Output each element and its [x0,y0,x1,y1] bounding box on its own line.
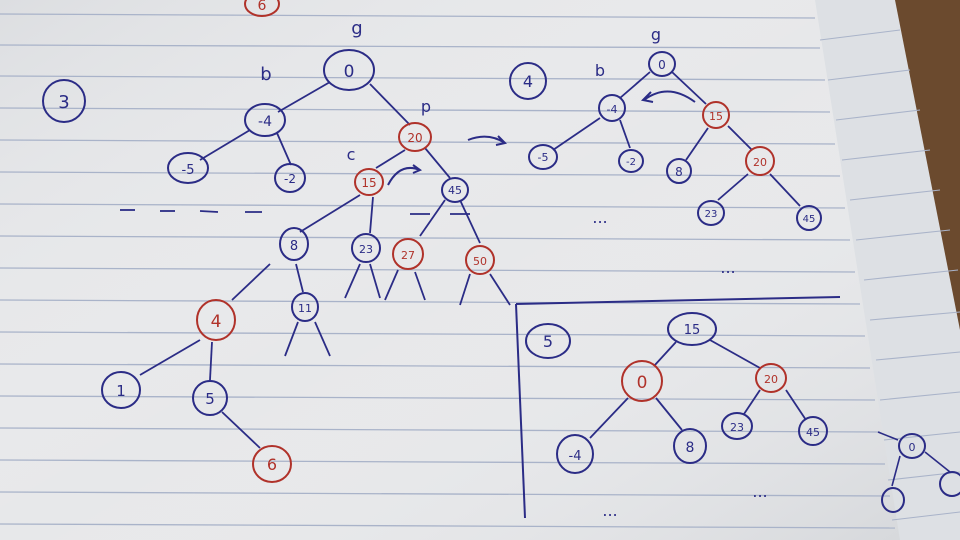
tree1-mark-g: g [351,18,362,39]
back-page-tree-node: 0 [898,433,926,459]
svg-text:-4: -4 [258,114,272,130]
tree3-node-23: 23 [721,412,753,440]
back-page-tree-node-left [881,487,905,513]
svg-text:15: 15 [709,110,723,123]
tree2-mark-b: b [595,61,605,80]
tree3-node-0: 0 [621,360,663,402]
tree1-edges [139,81,511,449]
tree1-node-minus4: -4 [244,103,286,137]
svg-text:45: 45 [803,214,816,225]
tree1-node-27: 27 [392,238,424,270]
svg-text:15: 15 [684,323,701,338]
tree2-node-8: 8 [666,158,692,184]
ruled-lines [0,13,896,529]
svg-text:45: 45 [806,426,820,439]
tree1-node-20: 20 [398,122,432,152]
ellipsis-3: ... [602,501,617,520]
tree1-node-11: 11 [291,292,319,322]
tree2-node-root: 0 [648,51,676,77]
svg-text:8: 8 [675,165,683,179]
svg-text:8: 8 [686,440,695,456]
back-page-tree-node-right [939,471,960,497]
back-page-tree-edges [877,431,951,487]
ellipsis-4: ... [752,482,767,501]
step-4-label: 4 [523,72,533,91]
svg-text:-2: -2 [284,172,296,186]
svg-text:20: 20 [407,131,422,145]
step-5-label: 5 [543,332,553,351]
tree3-edges [589,339,807,439]
svg-text:0: 0 [637,373,648,393]
tree2-edges [552,71,801,207]
tree1-mark-p: p [421,97,431,116]
svg-text:20: 20 [753,156,767,169]
svg-text:0: 0 [344,62,355,82]
step-3-marker: 3 [42,79,86,123]
tree1-node-4: 4 [196,299,236,341]
transition-arrow-icon [467,135,507,146]
svg-text:-4: -4 [569,449,582,464]
ellipsis-2: ... [720,258,735,277]
svg-text:6: 6 [267,455,277,474]
tree2-node-23: 23 [697,200,725,226]
svg-text:45: 45 [448,184,462,197]
tree1-top-node: 6 [244,0,280,17]
tree2-node-minus4: -4 [598,94,626,122]
svg-text:-4: -4 [607,103,618,116]
tree1-node-5: 5 [192,380,228,416]
step-5-frame [515,296,841,519]
tree2-node-minus2: -2 [618,149,644,173]
svg-text:4: 4 [211,312,222,332]
svg-text:8: 8 [290,239,298,254]
tree1-node-6: 6 [252,445,292,483]
svg-text:11: 11 [298,302,312,315]
svg-text:20: 20 [764,373,778,386]
tree2-node-minus5: -5 [528,144,558,170]
tree1-node-minus5: -5 [167,152,209,184]
tree3-node-8: 8 [673,428,707,464]
tree1-mark-b: b [260,64,271,85]
tree2-mark-g: g [651,25,661,44]
svg-text:1: 1 [116,382,126,400]
tree1-node-50: 50 [465,245,495,275]
tree1-node-15: 15 [354,168,384,196]
tree1-node-8: 8 [279,227,309,261]
svg-text:0: 0 [909,441,916,454]
svg-text:50: 50 [473,255,487,268]
tree2-node-15: 15 [702,101,730,129]
svg-text:5: 5 [205,390,215,408]
tree1-node-45: 45 [441,177,469,203]
svg-text:-2: -2 [626,157,636,168]
svg-text:15: 15 [361,176,376,190]
tree3-node-45: 45 [798,416,828,446]
svg-text:-5: -5 [538,151,549,164]
dashed-separator [120,209,470,215]
tree1-node-1: 1 [101,371,141,409]
tree3-node-root: 15 [667,312,717,346]
tree3-node-minus4: -4 [556,434,594,474]
svg-text:23: 23 [705,209,718,220]
svg-text:-5: -5 [182,163,195,178]
svg-text:0: 0 [658,58,666,72]
svg-text:23: 23 [730,421,744,434]
tree1-mark-c: c [347,145,356,164]
tree3-node-20: 20 [755,363,787,393]
tree1-node-root: 0 [323,49,375,91]
svg-text:27: 27 [401,249,415,262]
tree1-node-23: 23 [351,233,381,263]
ellipsis-1: ... [592,208,607,227]
rotate-left-arrow-icon [640,90,696,103]
step-5-marker: 5 [525,323,571,359]
back-page [800,0,960,540]
rotate-arrow-icon [387,164,423,186]
step-4-marker: 4 [509,62,547,100]
tree2-node-45: 45 [796,205,822,231]
tree2-node-20: 20 [745,146,775,176]
svg-text:6: 6 [258,0,267,14]
svg-text:23: 23 [359,243,373,256]
step-3-label: 3 [58,92,69,113]
tree1-node-minus2: -2 [274,163,306,193]
